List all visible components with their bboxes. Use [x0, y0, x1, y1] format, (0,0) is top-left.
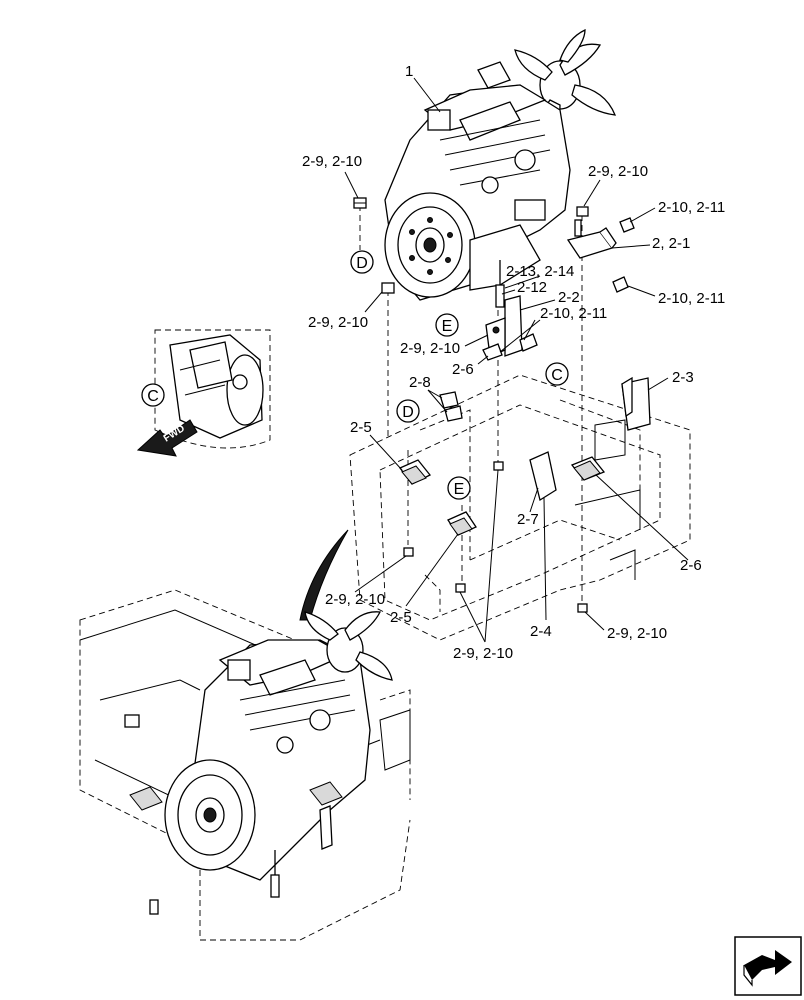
callout-2-7: 2-7: [517, 511, 539, 528]
callout-2-10-2-11-b: 2-10, 2-11: [658, 290, 725, 307]
mount-2-5-center: [447, 511, 477, 536]
nut-row: [403, 461, 588, 613]
callout-2-3: 2-3: [672, 369, 694, 386]
callout-2-9-2-10-b: 2-9, 2-10: [588, 163, 648, 180]
leader-lines: [344, 77, 689, 643]
svg-text:D: D: [356, 255, 368, 272]
ref-circle-c-inset: C: [141, 383, 165, 407]
callout-2-5-b: 2-5: [390, 609, 412, 626]
svg-text:C: C: [147, 388, 159, 405]
svg-text:C: C: [551, 367, 563, 384]
callout-2-10-2-11-c: 2-10, 2-11: [540, 305, 607, 322]
callout-2-9-2-10-c: 2-9, 2-10: [308, 314, 368, 331]
callout-2-6-a: 2-6: [452, 361, 474, 378]
ref-circle-e-top: E: [435, 313, 459, 337]
inset-view-c: [154, 329, 271, 449]
callout-1: 1: [405, 63, 413, 80]
callout-2-9-2-10-d: 2-9, 2-10: [400, 340, 460, 357]
callout-2-9-2-10-a: 2-9, 2-10: [302, 153, 362, 170]
callout-2-2: 2-2: [558, 289, 580, 306]
callout-2-2-1: 2, 2-1: [652, 235, 690, 252]
callout-2-13-2-14: 2-13, 2-14: [506, 263, 574, 280]
callout-2-6-b: 2-6: [680, 557, 702, 574]
mount-nut-lower: [381, 282, 395, 294]
callout-2-10-2-11-a: 2-10, 2-11: [658, 199, 725, 216]
callout-labels: 1 2-9, 2-10 2-9, 2-10 2-10, 2-11 2, 2-1 …: [302, 63, 725, 662]
mount-nut-right: [576, 206, 589, 217]
mount-2-5-left: [398, 459, 432, 485]
direction-arrow-icon: FWD: [136, 419, 198, 457]
svg-text:E: E: [454, 481, 465, 498]
callout-2-12: 2-12: [517, 279, 547, 296]
navigation-corner-icon[interactable]: [734, 936, 802, 996]
callout-2-9-2-10-g: 2-9, 2-10: [453, 645, 513, 662]
curved-arrow: [299, 529, 349, 621]
bracket-2-3: [621, 376, 651, 431]
mount-nut-left: [353, 197, 367, 209]
callout-2-8: 2-8: [409, 374, 431, 391]
assembled-view: [79, 589, 411, 941]
ref-circle-d-top: D: [350, 250, 374, 274]
callout-2-9-2-10-f: 2-9, 2-10: [607, 625, 667, 642]
bolts-2-8: [439, 391, 463, 422]
ref-circle-d-frame: D: [396, 399, 420, 423]
svg-text:D: D: [402, 404, 414, 421]
chassis-frame: [349, 374, 691, 641]
flywheel-bolts: [409, 217, 453, 275]
callout-2-4: 2-4: [530, 623, 552, 640]
ref-circle-e-frame: E: [447, 476, 471, 500]
svg-text:E: E: [442, 318, 453, 335]
bracket-2-2: [482, 295, 538, 361]
callout-2-5-a: 2-5: [350, 419, 372, 436]
engine-assembly-top: [384, 28, 617, 308]
mount-2-6-right: [570, 456, 606, 481]
ref-circle-c-frame: C: [545, 362, 569, 386]
plate-2-7: [529, 451, 557, 502]
bracket-right: [566, 217, 635, 293]
callout-2-9-2-10-e: 2-9, 2-10: [325, 591, 385, 608]
